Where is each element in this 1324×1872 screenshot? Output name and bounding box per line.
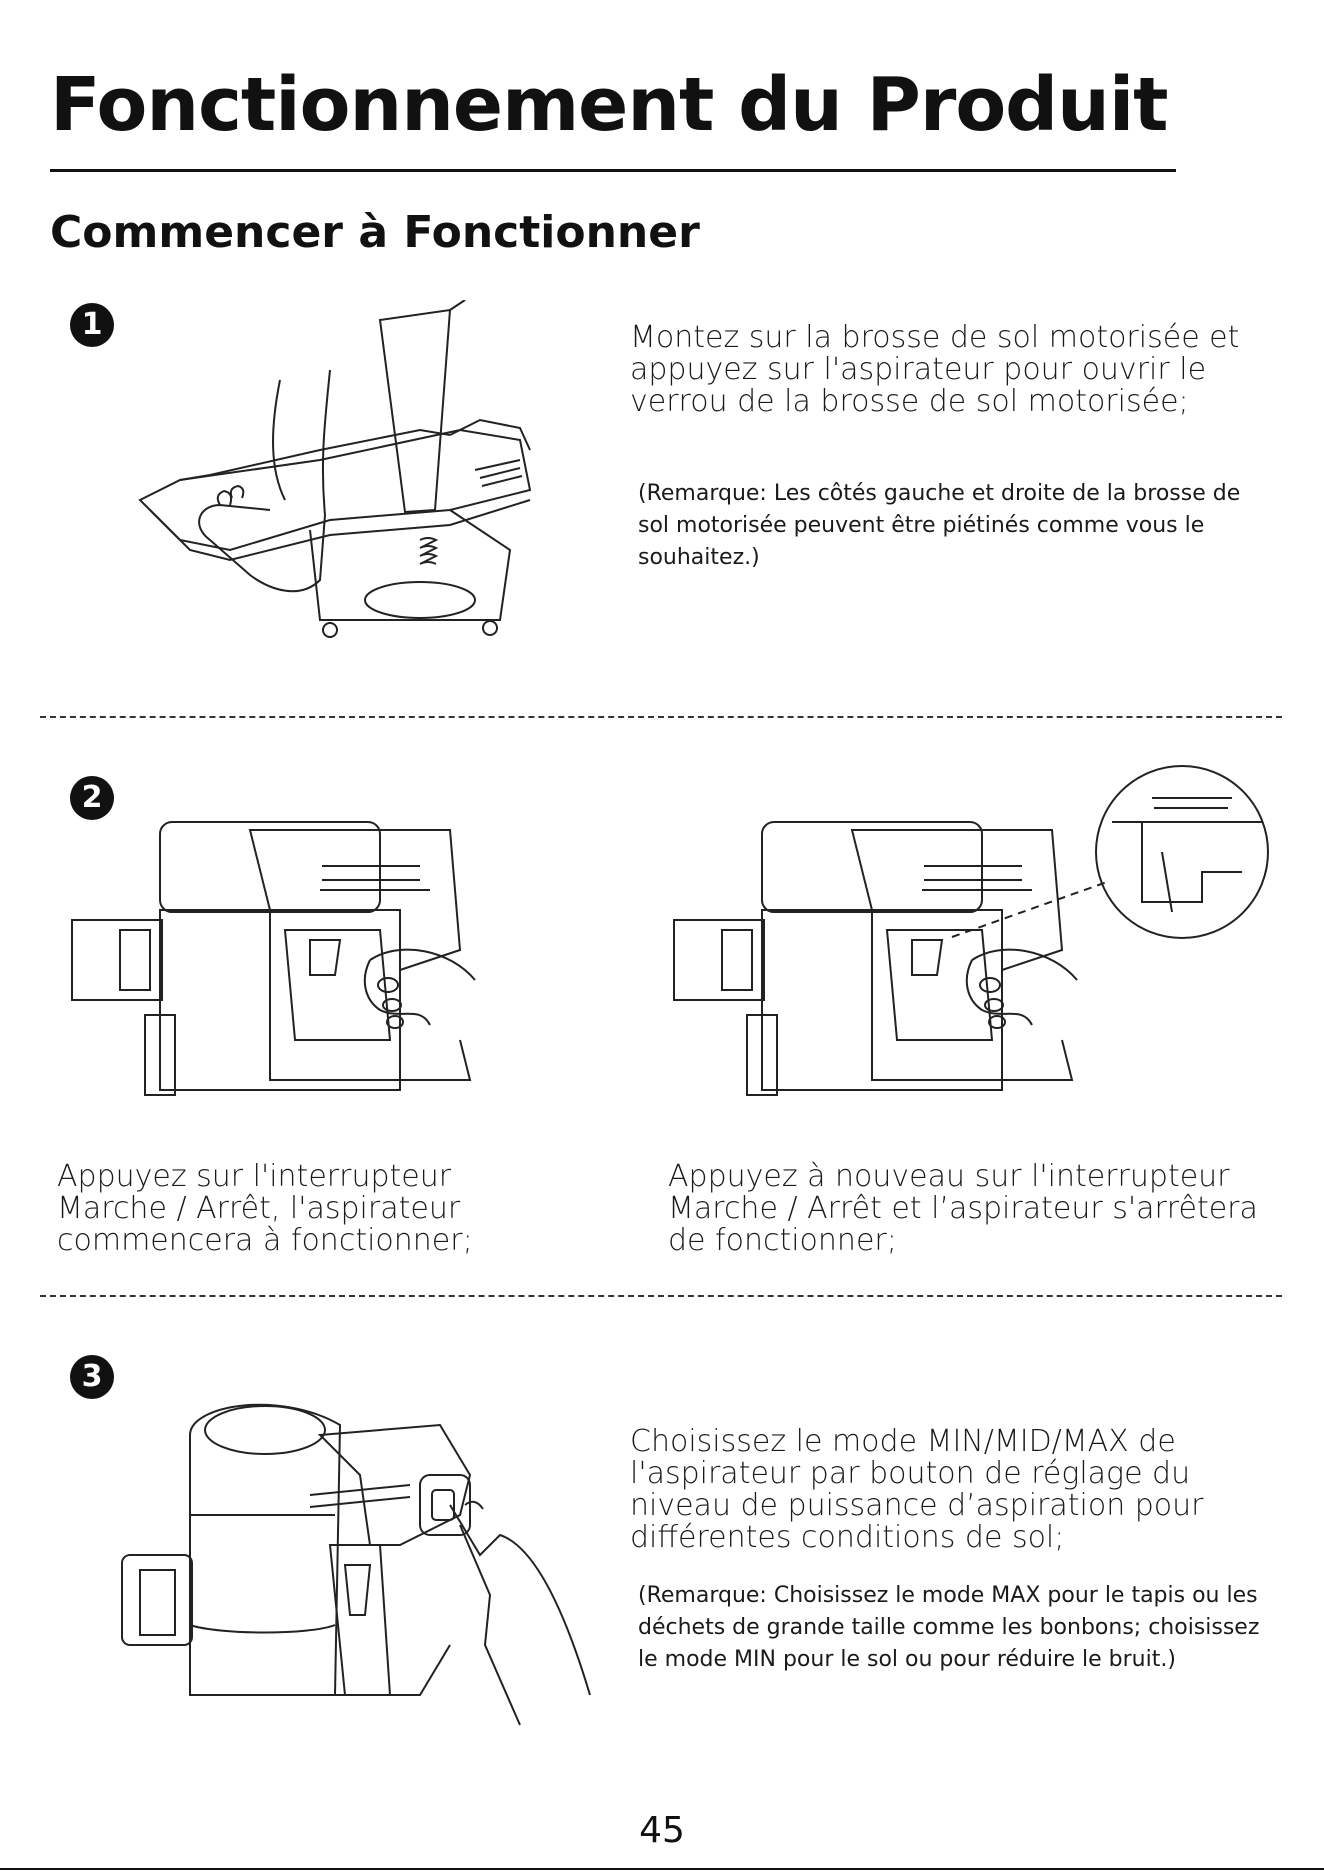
step-2-badge: 2 (70, 776, 114, 820)
bottom-rule (0, 1868, 1324, 1870)
section-divider-2 (40, 1295, 1282, 1297)
step-3-note: (Remarque: Choisissez le mode MAX pour l… (638, 1583, 1260, 1672)
step-2-right-illustration (672, 762, 1272, 1112)
finger-mode-button-icon (121, 1403, 591, 1726)
page-title: Fonctionnement du Produit (50, 62, 1169, 148)
step-1-note: (Remarque: Les côtés gauche et droite de… (638, 481, 1241, 570)
step-2-left-illustration (70, 810, 490, 1110)
step-2-instruction-stop: Appuyez à nouveau sur l'interrupteur Mar… (668, 1159, 1258, 1258)
vacuum-handheld-icon (71, 821, 476, 1096)
section-title: Commencer à Fonctionner (50, 207, 700, 258)
step-3-instruction: Choisissez le mode MIN/MID/MAX de l'aspi… (630, 1424, 1204, 1555)
vacuum-handheld-zoom-icon (673, 765, 1269, 1096)
step-2-instruction-start: Appuyez sur l'interrupteur Marche / Arrê… (57, 1159, 473, 1258)
step-3-illustration (120, 1395, 600, 1735)
section-divider-1 (40, 716, 1282, 718)
title-underline (50, 169, 1176, 172)
step-1-instruction: Montez sur la brosse de sol motorisée et… (630, 320, 1240, 419)
step-3-badge: 3 (70, 1355, 114, 1399)
page-number: 45 (639, 1810, 685, 1851)
step-1-badge: 1 (70, 303, 114, 347)
step-1-illustration (120, 300, 560, 660)
foot-on-brush-icon (138, 300, 532, 638)
